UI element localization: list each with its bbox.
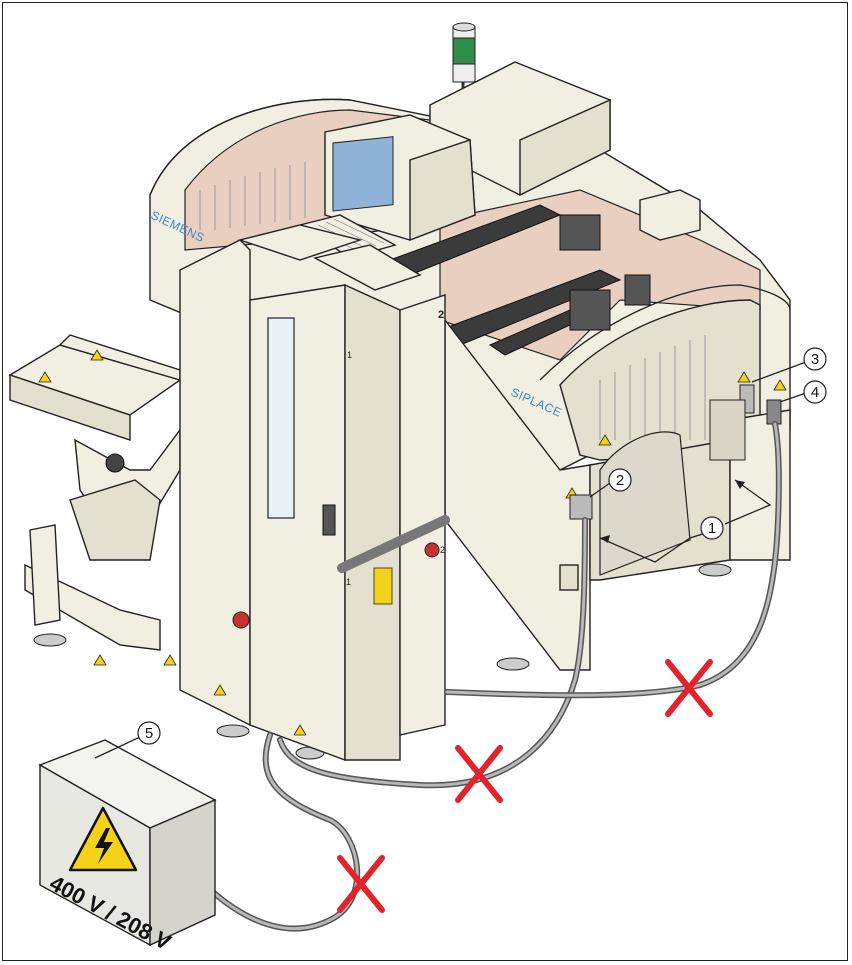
conveyor-tray [10, 335, 180, 650]
callout-1-label: 1 [708, 520, 716, 537]
callout-2-label: 2 [616, 472, 624, 489]
cross-mark-left [340, 858, 382, 910]
callout-5-label: 5 [145, 725, 153, 742]
callout-3-label: 3 [811, 351, 819, 368]
cabinet-number-right: 2 [438, 309, 444, 321]
callout-4-label: 4 [811, 384, 819, 401]
door-number-right: 2 [440, 545, 445, 555]
door-number-left: 1 [346, 577, 351, 587]
cabinet-number-left: 1 [347, 350, 352, 360]
